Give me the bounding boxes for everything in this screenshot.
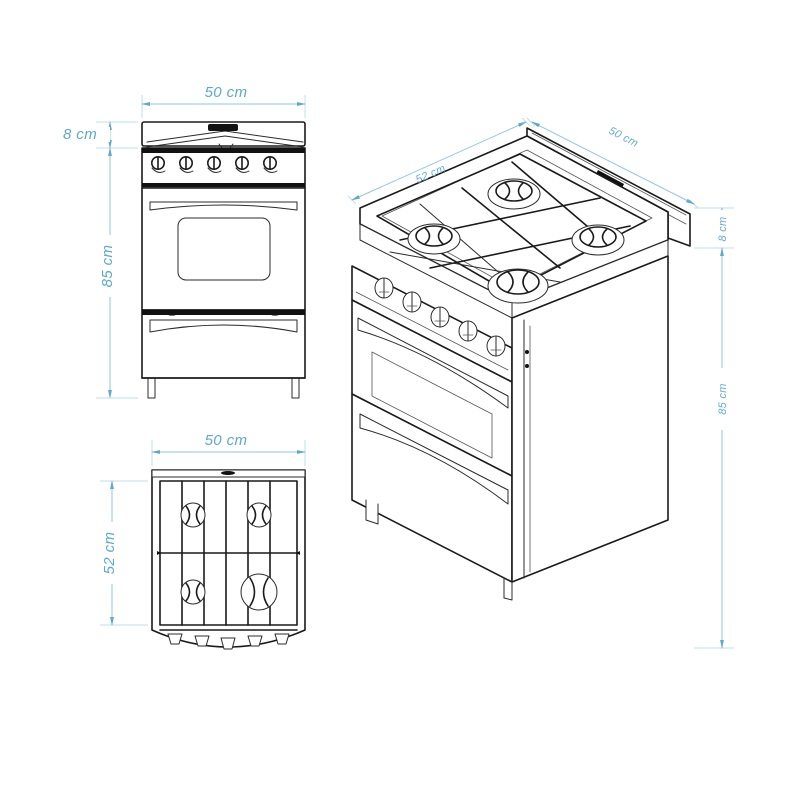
front-storage-drawer[interactable] (141, 309, 306, 379)
top-control-knobs[interactable] (159, 629, 298, 650)
iso-backsplash-height-dimension: 8 cm (694, 207, 734, 249)
iso-oven-door[interactable] (351, 299, 513, 477)
iso-knob (486, 335, 506, 357)
iso-burner (407, 223, 461, 255)
iso-knob (374, 277, 394, 299)
top-width-dimension: 50 cm (151, 432, 306, 466)
iso-burner (487, 268, 549, 304)
top-burners (180, 502, 278, 611)
iso-width-label: 50 cm (607, 125, 640, 150)
iso-legs (365, 499, 513, 601)
iso-knob (458, 320, 478, 342)
front-legs (141, 377, 306, 399)
front-oven-door[interactable] (141, 187, 306, 311)
front-backsplash (141, 121, 306, 154)
iso-body-height-dimension: 85 cm (694, 247, 734, 649)
front-control-panel (141, 147, 306, 189)
iso-burner (487, 178, 541, 210)
front-backsplash-height-dimension: 8 cm (62, 121, 138, 149)
top-width-label: 50 cm (205, 432, 248, 449)
top-burner (246, 502, 272, 528)
front-body-height-dimension: 85 cm (96, 147, 138, 399)
front-width-label: 50 cm (205, 84, 248, 101)
front-body-height-label: 85 cm (99, 245, 116, 288)
iso-burner (571, 224, 625, 256)
front-knob (262, 156, 278, 173)
iso-knob (430, 306, 450, 328)
iso-storage-drawer[interactable] (351, 393, 513, 583)
top-knob (220, 637, 236, 650)
top-knob (274, 633, 290, 645)
top-cooktop-grate (157, 480, 300, 626)
front-knob (151, 156, 166, 173)
front-oven-window (177, 217, 271, 281)
iso-oven-handle[interactable] (357, 317, 509, 409)
isometric-perspective-view: 52 cm 50 cm 8 cm (347, 117, 734, 649)
top-burner (180, 502, 206, 528)
iso-side-panel (511, 255, 669, 583)
front-backsplash-height-label: 8 cm (63, 126, 97, 143)
top-knob (167, 633, 183, 645)
top-depth-dimension: 52 cm (100, 480, 148, 626)
front-stove-body (141, 121, 306, 399)
iso-knob (402, 291, 422, 313)
front-knob (235, 156, 250, 173)
top-burner (180, 579, 206, 605)
iso-drawer-handle[interactable] (359, 413, 509, 505)
iso-backsplash-height-label: 8 cm (717, 216, 729, 241)
top-burner-large (240, 573, 278, 611)
front-oven-handle[interactable] (149, 201, 298, 211)
iso-body-height-label: 85 cm (717, 383, 729, 414)
iso-control-knobs[interactable] (374, 277, 506, 357)
top-knob (247, 635, 263, 647)
top-knob (194, 635, 210, 647)
top-plan-view: 50 cm 52 cm (100, 432, 306, 650)
front-drawer-handle[interactable] (149, 319, 298, 333)
top-depth-label: 52 cm (101, 532, 118, 575)
front-control-knobs[interactable] (151, 156, 278, 173)
iso-oven-window (371, 351, 493, 459)
front-width-dimension: 50 cm (141, 84, 306, 118)
front-knob (179, 156, 194, 173)
front-knob (207, 156, 222, 173)
front-elevation-view: 50 cm 8 cm 85 cm (62, 84, 306, 399)
